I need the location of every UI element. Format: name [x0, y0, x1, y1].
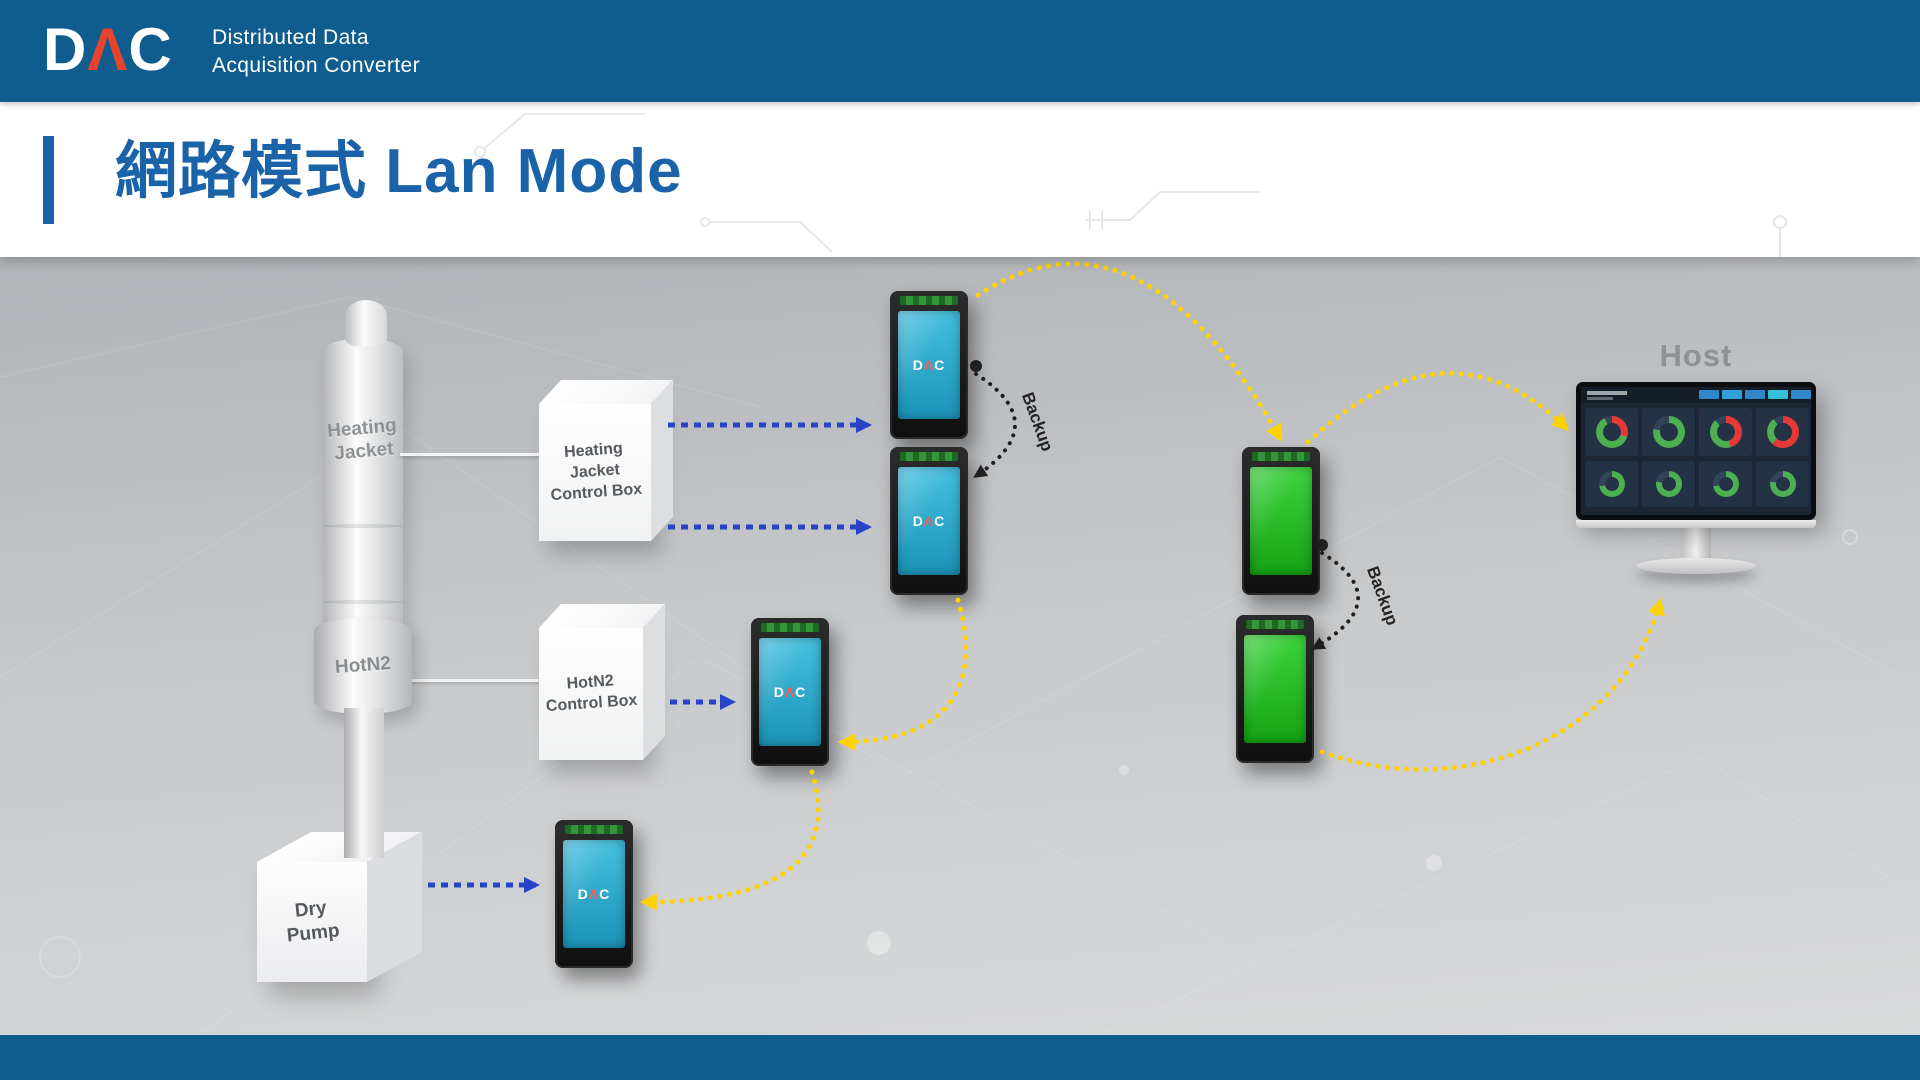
dashboard-card	[1642, 461, 1695, 507]
heating-jacket-control-box-label: Heating Jacket Control Box	[534, 400, 655, 544]
dashboard-tab	[1699, 390, 1719, 399]
device-logo-d: D	[773, 684, 785, 700]
device-logo: DΛC	[913, 513, 946, 529]
dry-pump-label: Dry Pump	[251, 857, 373, 988]
dashboard-card	[1642, 408, 1695, 456]
footer-bar	[0, 1035, 1920, 1080]
device-logo-c: C	[934, 357, 946, 373]
hotn2-box-label-line2: Control Box	[545, 691, 638, 716]
dac-device-4: DΛC	[555, 820, 633, 968]
subtitle-line2: Acquisition Converter	[212, 54, 420, 77]
dashboard-tab	[1722, 390, 1742, 399]
device-logo: DΛC	[913, 357, 946, 373]
dashboard-card	[1699, 408, 1752, 456]
dashboard-tab	[1768, 390, 1788, 399]
device-connector-strip	[565, 825, 623, 834]
device-connector-strip	[900, 452, 958, 461]
device-screen: DΛC	[563, 840, 625, 948]
page-title: 網路模式 Lan Mode	[115, 137, 683, 206]
subtitle-line1: Distributed Data	[212, 26, 369, 49]
hotn2-control-box-label: HotN2 Control Box	[535, 625, 648, 764]
host-label: Host	[1659, 338, 1733, 373]
logo-subtitle: Distributed Data Acquisition Converter	[212, 24, 420, 80]
backup-label-2: Backup	[1363, 563, 1402, 628]
device-logo-a: Λ	[784, 684, 796, 700]
dry-pump-label-line1: Dry	[293, 897, 328, 922]
device-logo-c: C	[934, 513, 946, 529]
dashboard-header	[1581, 387, 1811, 403]
title-band: 網路模式 Lan Mode	[0, 102, 1920, 257]
device-logo-a: Λ	[588, 886, 600, 902]
gauge-donut	[1598, 471, 1625, 497]
monitor-stand-neck	[1681, 528, 1711, 562]
dac-logo: DΛC	[43, 14, 173, 86]
dashboard-tab	[1745, 390, 1765, 399]
gauge-donut	[1655, 471, 1682, 497]
device-logo-d: D	[577, 886, 589, 902]
dry-pump-label-line2: Pump	[285, 920, 341, 947]
dac-device-3: DΛC	[751, 618, 829, 766]
gauge-donut	[1709, 416, 1742, 448]
dashboard-tab	[1791, 390, 1811, 399]
device-screen: DΛC	[898, 311, 960, 419]
heating-jacket-control-box: Heating Jacket Control Box	[539, 404, 651, 541]
logo-letter-c: C	[128, 16, 173, 83]
device-logo-a: Λ	[923, 513, 935, 529]
chamber-seam	[323, 524, 403, 528]
monitor-chin	[1576, 520, 1816, 528]
device-connector-strip	[1252, 452, 1310, 461]
gauge-donut	[1712, 471, 1739, 497]
chamber-collar	[314, 618, 412, 714]
host-dashboard	[1581, 387, 1811, 515]
monitor-stand-base	[1636, 558, 1756, 574]
logo-letter-d: D	[43, 16, 88, 83]
device-logo-d: D	[912, 513, 924, 529]
device-connector-strip	[1246, 620, 1304, 629]
dashboard-subtitle-placeholder	[1587, 397, 1613, 400]
chamber-column	[323, 338, 403, 632]
dac-device-6	[1236, 615, 1314, 763]
dashboard-card	[1585, 408, 1638, 456]
column-to-hotn2-box-line	[410, 679, 540, 682]
hj-box-label-line3: Control Box	[550, 480, 643, 505]
backup-label-1: Backup	[1018, 389, 1057, 454]
dac-device-1: DΛC	[890, 291, 968, 439]
device-screen: DΛC	[759, 638, 821, 746]
dashboard-card	[1585, 461, 1638, 507]
hotn2-control-box: HotN2 Control Box	[539, 628, 643, 760]
gauge-donut	[1652, 416, 1685, 448]
dashboard-card	[1756, 408, 1809, 456]
column-to-hj-box-line	[400, 453, 540, 456]
device-connector-strip	[900, 296, 958, 305]
device-logo-d: D	[912, 357, 924, 373]
device-connector-strip	[761, 623, 819, 632]
gauge-donut	[1595, 416, 1628, 448]
device-logo: DΛC	[578, 886, 611, 902]
device-logo: DΛC	[774, 684, 807, 700]
dashboard-card	[1756, 461, 1809, 507]
gauge-donut	[1769, 471, 1796, 497]
device-screen	[1250, 467, 1312, 575]
title-accent-bar	[43, 136, 54, 224]
device-logo-c: C	[795, 684, 807, 700]
device-screen: DΛC	[898, 467, 960, 575]
dashboard-card	[1699, 461, 1752, 507]
device-logo-c: C	[599, 886, 611, 902]
dac-device-5	[1242, 447, 1320, 595]
chamber-top-cap	[345, 300, 387, 346]
device-screen	[1244, 635, 1306, 743]
chamber-lower-pipe	[344, 708, 384, 858]
host-monitor	[1576, 382, 1816, 520]
dashboard-title-placeholder	[1587, 391, 1627, 395]
chamber-seam	[323, 600, 403, 604]
dac-device-2: DΛC	[890, 447, 968, 595]
header-bar: DΛC Distributed Data Acquisition Convert…	[0, 0, 1920, 102]
dry-pump-box: Dry Pump	[257, 862, 367, 982]
gauge-donut	[1766, 416, 1799, 448]
logo-letter-a: Λ	[87, 16, 129, 83]
device-logo-a: Λ	[923, 357, 935, 373]
heating-jacket-label: Heating Jacket	[321, 415, 405, 467]
